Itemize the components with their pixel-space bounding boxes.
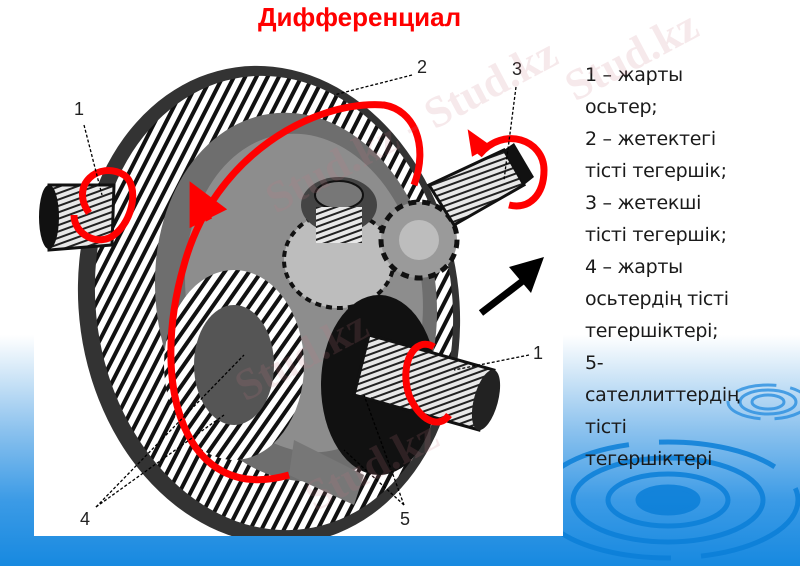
callout-3: 3 bbox=[512, 59, 522, 79]
callout-4: 4 bbox=[80, 509, 90, 529]
right-axle-shaft bbox=[289, 295, 501, 505]
pinion-rotation-arrow bbox=[476, 135, 548, 210]
callout-1-right: 1 bbox=[533, 343, 543, 363]
leader-lines bbox=[83, 74, 530, 508]
differential-illustration: 1 2 3 1 4 5 bbox=[39, 57, 548, 536]
direction-arrow bbox=[478, 257, 544, 316]
side-gears bbox=[164, 177, 396, 460]
rotation-arrows bbox=[70, 101, 548, 484]
legend-item-4: 4 – жарты осьтердің тісті тегершіктері; bbox=[585, 256, 729, 342]
legend-item-3: 3 – жетекші тісті тегершік; bbox=[585, 192, 727, 246]
drive-pinion bbox=[378, 143, 534, 281]
legend-item-2: 2 – жетектегі тісті тегершік; bbox=[585, 128, 727, 182]
callout-5: 5 bbox=[400, 509, 410, 529]
legend-item-1: 1 – жарты осьтер; bbox=[585, 64, 683, 118]
callout-2: 2 bbox=[417, 57, 427, 77]
legend-item-5: 5- сателлиттердің тісті тегершіктері bbox=[585, 352, 740, 470]
pinion-arrowhead-icon bbox=[467, 129, 492, 157]
right-shaft-rotation-arrow bbox=[402, 341, 452, 426]
left-axle-shaft bbox=[39, 183, 116, 252]
parts-legend: 1 – жарты осьтер; 2 – жетектегі тісті те… bbox=[585, 59, 795, 475]
callout-1-left: 1 bbox=[74, 99, 84, 119]
left-shaft-rotation-arrow bbox=[70, 167, 137, 244]
differential-diagram: 1 2 3 1 4 5 bbox=[34, 35, 563, 536]
slide-title: Дифференциал bbox=[258, 2, 462, 32]
